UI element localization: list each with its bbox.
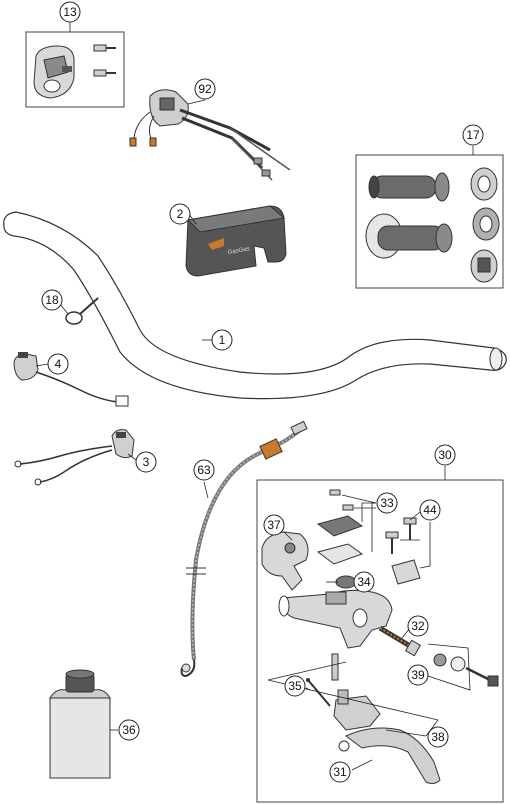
svg-text:92: 92: [198, 82, 212, 96]
callout-32: 32: [407, 615, 429, 637]
callout-3: 3: [135, 451, 157, 473]
pushrod-39: [433, 653, 499, 687]
callout-63: 63: [193, 459, 215, 481]
callout-33: 33: [376, 492, 398, 514]
svg-text:37: 37: [267, 518, 281, 532]
callout-34: 34: [353, 571, 375, 593]
svg-text:1: 1: [219, 333, 226, 347]
callout-92: 92: [194, 78, 216, 100]
hydraulic-fluid-bottle-36: [49, 669, 111, 779]
svg-text:44: 44: [423, 503, 437, 517]
svg-text:2: 2: [177, 207, 184, 221]
pin-35: [306, 678, 331, 707]
lever-bolt: [331, 653, 339, 681]
clutch-lever-31: [338, 727, 441, 785]
svg-text:39: 39: [411, 668, 425, 682]
callout-2: 2: [169, 203, 191, 225]
diaphragm-34: [335, 575, 357, 589]
frame-part-30: [256, 479, 504, 803]
screws-13: [93, 44, 116, 77]
grip-adapters-17: [470, 167, 500, 283]
svg-text:18: 18: [45, 293, 59, 307]
svg-text:33: 33: [380, 496, 394, 510]
switch-3: [14, 429, 135, 486]
piston-32: [378, 625, 422, 657]
svg-text:GasGas: GasGas: [227, 246, 250, 256]
callout-17: 17: [462, 124, 484, 146]
handlebar-1: [3, 211, 507, 400]
svg-text:32: 32: [411, 619, 425, 633]
svg-text:17: 17: [466, 128, 480, 142]
grips-17: [365, 172, 453, 259]
svg-text:35: 35: [288, 679, 302, 693]
frame-part-13: [25, 31, 125, 108]
handlebar-pad-2: GasGas: [185, 205, 287, 277]
svg-text:34: 34: [357, 575, 371, 589]
callouts: 13 92 17 2 18 1 4 3 63 30 33 44 37 34 32…: [41, 1, 484, 783]
lever-bracket-38: [333, 689, 381, 731]
svg-text:3: 3: [143, 455, 150, 469]
frame-part-17: [355, 154, 504, 289]
callout-4: 4: [47, 353, 69, 375]
svg-text:13: 13: [63, 5, 77, 19]
callout-44: 44: [419, 499, 441, 521]
svg-text:31: 31: [333, 765, 347, 779]
screws-44: [385, 517, 421, 585]
reservoir-cover-33: [316, 489, 364, 565]
throttle-assembly-92: [129, 89, 291, 181]
switch-4: [13, 352, 129, 407]
svg-text:36: 36: [122, 723, 136, 737]
master-cylinder-body: [278, 589, 393, 649]
svg-text:63: 63: [197, 463, 211, 477]
svg-text:30: 30: [438, 448, 452, 462]
callout-18: 18: [41, 289, 63, 311]
callout-38: 38: [427, 726, 449, 748]
svg-text:38: 38: [431, 730, 445, 744]
cable-tie-18: [65, 297, 99, 325]
callout-31: 31: [329, 761, 351, 783]
callout-30: 30: [434, 444, 456, 466]
callout-36: 36: [118, 719, 140, 741]
clamp-37: [261, 531, 309, 591]
callout-39: 39: [407, 664, 429, 686]
callout-37: 37: [263, 514, 285, 536]
svg-text:4: 4: [55, 357, 62, 371]
clutch-hose-63: [180, 420, 308, 678]
callout-35: 35: [284, 675, 306, 697]
switch-housing-13: [33, 45, 75, 99]
callout-13: 13: [59, 1, 81, 23]
callout-1: 1: [211, 329, 233, 351]
